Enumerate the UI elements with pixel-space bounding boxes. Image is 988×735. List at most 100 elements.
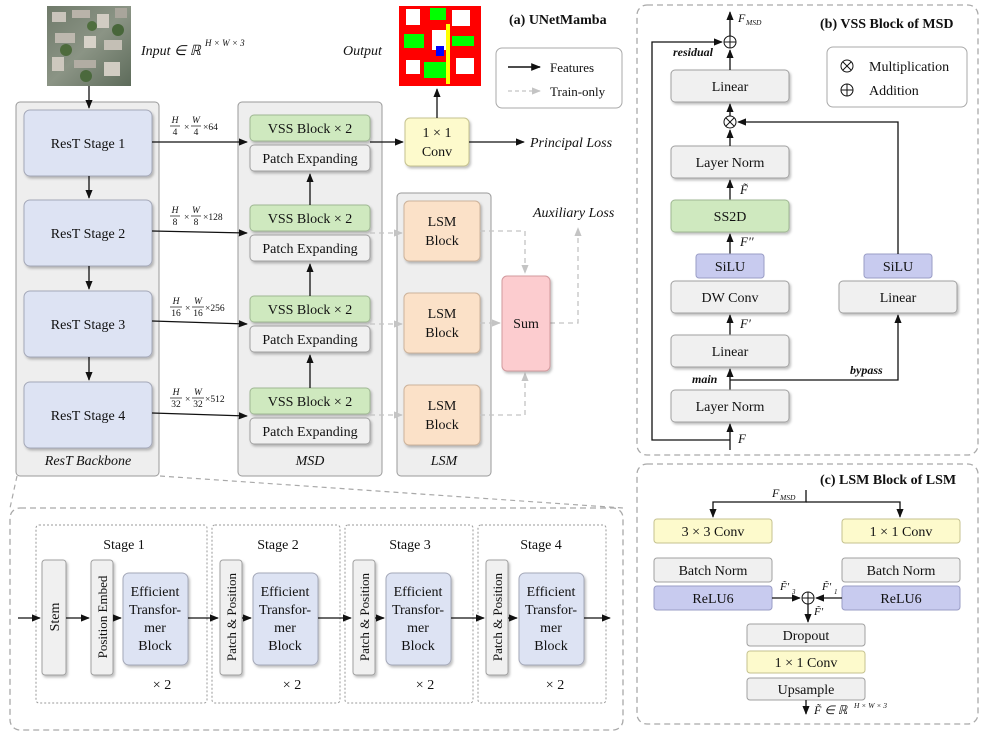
- svg-text:Linear: Linear: [712, 80, 749, 95]
- rest-stage-3: ResT Stage 3: [23, 290, 153, 358]
- patch-expanding-1: Patch Expanding: [249, 144, 371, 172]
- svg-text:×: ×: [185, 304, 190, 314]
- rest-detail-stage-4: Stage 4: [477, 524, 607, 704]
- etb-block-1: Efficient Transfor- mer Block: [122, 572, 189, 666]
- svg-text:Stem: Stem: [48, 603, 63, 632]
- svg-text:Position Embed: Position Embed: [95, 575, 110, 658]
- patch-expanding-2: Patch Expanding: [249, 234, 371, 262]
- lsm-block-3: LSM Block: [403, 384, 481, 446]
- bypass-linear: Linear: [838, 280, 958, 314]
- svg-text:Patch Expanding: Patch Expanding: [262, 242, 357, 257]
- patch-position-3: Patch & Position: [352, 559, 376, 676]
- lsm-relu-left: ReLU6: [653, 585, 773, 611]
- addition-icon: [840, 83, 854, 97]
- input-image-icon: [47, 6, 131, 86]
- patch-position-4: Patch & Position: [485, 559, 509, 676]
- stem-block: Stem: [41, 559, 67, 676]
- svg-text:mer: mer: [540, 621, 562, 636]
- svg-text:×128: ×128: [203, 213, 223, 223]
- times-two-4: × 2: [546, 678, 564, 693]
- panel-c-title: (c) LSM Block of LSM: [820, 473, 956, 488]
- svg-text:Block: Block: [425, 234, 458, 249]
- svg-text:ResT Stage 2: ResT Stage 2: [51, 227, 125, 242]
- svg-text:16: 16: [193, 309, 203, 319]
- svg-text:H: H: [171, 206, 180, 216]
- silu-bypass: SiLU: [863, 253, 933, 279]
- svg-text:W: W: [194, 388, 203, 398]
- svg-text:SiLU: SiLU: [883, 260, 913, 275]
- svg-text:Transfor-: Transfor-: [259, 603, 311, 618]
- svg-text:×512: ×512: [205, 395, 225, 405]
- svg-text:VSS Block × 2: VSS Block × 2: [268, 395, 353, 410]
- svg-text:VSS Block × 2: VSS Block × 2: [268, 303, 353, 318]
- etb-block-3: Efficient Transfor- mer Block: [385, 572, 452, 666]
- panel-b-title: (b) VSS Block of MSD: [820, 17, 954, 32]
- silu-main: SiLU: [695, 253, 765, 279]
- svg-text:ResT Stage 4: ResT Stage 4: [51, 409, 125, 424]
- svg-text:mer: mer: [144, 621, 166, 636]
- patch-expanding-4: Patch Expanding: [249, 417, 371, 445]
- ss2d-block: SS2D: [670, 199, 790, 233]
- svg-text:VSS Block × 2: VSS Block × 2: [268, 212, 353, 227]
- svg-text:Dropout: Dropout: [783, 629, 830, 644]
- lsm-conv1-branch: 1 × 1 Conv: [841, 518, 961, 544]
- svg-text:Patch & Position: Patch & Position: [357, 572, 372, 661]
- multiplication-icon: [840, 59, 854, 73]
- svg-text:32: 32: [193, 400, 203, 410]
- legend-train-only: Train-only: [550, 84, 606, 99]
- svg-text:Block: Block: [268, 639, 301, 654]
- svg-text:16: 16: [171, 309, 181, 319]
- input-sup: H × W × 3: [204, 38, 245, 48]
- svg-text:Stage 3: Stage 3: [389, 538, 431, 553]
- principal-loss: Principal Loss: [529, 136, 613, 151]
- lsm-label: LSM: [430, 454, 459, 469]
- svg-text:Efficient: Efficient: [261, 585, 310, 600]
- vss-linear-out: Linear: [670, 69, 790, 103]
- svg-text:8: 8: [194, 218, 199, 228]
- vss-f-in: F: [737, 431, 747, 446]
- patch-expanding-3: Patch Expanding: [249, 325, 371, 353]
- svg-text:VSS Block × 2: VSS Block × 2: [268, 122, 353, 137]
- auxiliary-loss: Auxiliary Loss: [532, 206, 615, 221]
- vss-block-2: VSS Block × 2: [249, 204, 371, 232]
- svg-text:×64: ×64: [203, 123, 218, 133]
- svg-text:×: ×: [184, 213, 189, 223]
- vss-layer-norm-in: Layer Norm: [670, 389, 790, 423]
- svg-text:1 × 1 Conv: 1 × 1 Conv: [775, 656, 838, 671]
- etb-block-4: Efficient Transfor- mer Block: [518, 572, 585, 666]
- vss-f-msd: F: [737, 11, 746, 25]
- svg-text:LSM: LSM: [428, 215, 457, 230]
- svg-text:Stage 1: Stage 1: [103, 538, 145, 553]
- vss-layer-norm-mid: Layer Norm: [670, 145, 790, 179]
- vss-add-node: [723, 35, 737, 49]
- svg-text:LSM: LSM: [428, 399, 457, 414]
- svg-text:Efficient: Efficient: [394, 585, 443, 600]
- patch-position-2: Patch & Position: [219, 559, 243, 676]
- svg-text:3: 3: [791, 588, 796, 596]
- svg-text:3 × 3 Conv: 3 × 3 Conv: [682, 525, 745, 540]
- svg-text:W: W: [192, 116, 201, 126]
- output-label: Output: [343, 44, 383, 59]
- panel-b-frame: [636, 4, 979, 456]
- lsm-f-msd: F: [771, 486, 780, 500]
- vss-f-prime: F′: [739, 316, 751, 331]
- dim-label-3: H 16 × W 16 ×256: [170, 297, 225, 319]
- svg-text:Patch Expanding: Patch Expanding: [262, 333, 357, 348]
- svg-text:Transfor-: Transfor-: [525, 603, 577, 618]
- position-embed-block: Position Embed: [90, 559, 114, 676]
- vss-block-1: VSS Block × 2: [249, 114, 371, 142]
- svg-text:Transfor-: Transfor-: [392, 603, 444, 618]
- svg-text:Stage 4: Stage 4: [520, 538, 562, 553]
- dim-label-1: H 4 × W 4 ×64: [170, 116, 218, 138]
- lsm-dropout: Dropout: [746, 623, 866, 647]
- svg-text:1 × 1 Conv: 1 × 1 Conv: [870, 525, 933, 540]
- svg-text:H × W × 3: H × W × 3: [853, 701, 887, 710]
- svg-text:SS2D: SS2D: [714, 210, 747, 225]
- svg-text:Efficient: Efficient: [527, 585, 576, 600]
- vss-block-4: VSS Block × 2: [249, 387, 371, 415]
- main-label: main: [692, 372, 718, 386]
- svg-text:SiLU: SiLU: [715, 260, 745, 275]
- legend-b: Multiplication Addition: [826, 46, 968, 108]
- lsm-conv1-out: 1 × 1 Conv: [746, 650, 866, 674]
